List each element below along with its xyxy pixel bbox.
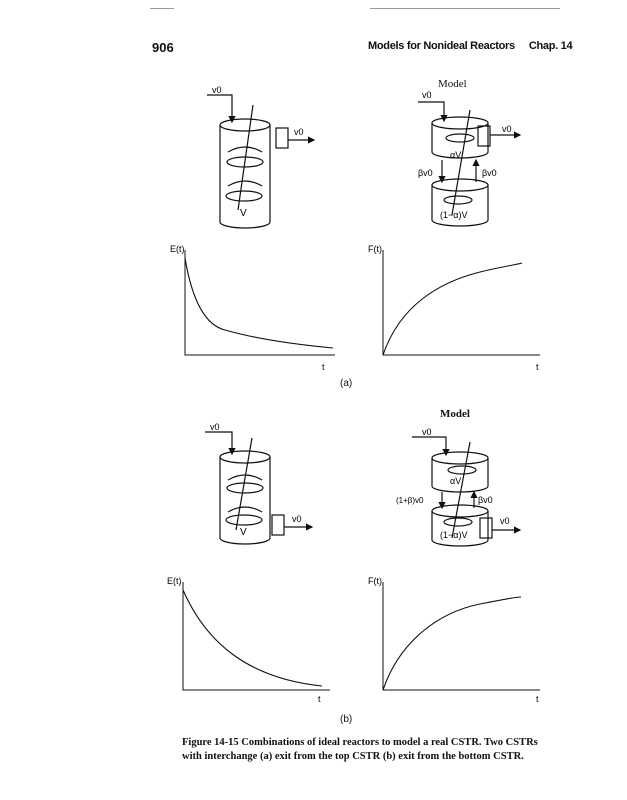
chapter-label: Chap. 14 <box>528 40 573 52</box>
model-a-outlet-label: v0 <box>502 124 512 134</box>
model-b-down-flow-label: (1+β)v0 <box>396 496 424 505</box>
plot-b-f-xlabel: t <box>536 694 539 704</box>
model-a-up-flow-label: βv0 <box>482 168 497 178</box>
model-b-up-flow-label: βv0 <box>478 495 493 505</box>
reactor-b <box>205 431 314 545</box>
model-label-b: Model <box>440 408 470 420</box>
page-number: 906 <box>152 40 174 55</box>
model-a-bottom-volume-label: (1−α)V <box>440 210 467 220</box>
model-b-outlet-label: v0 <box>500 516 510 526</box>
model-b-bottom-volume-label: (1−α)V <box>440 530 467 540</box>
plot-a-e-xlabel: t <box>322 362 325 372</box>
reactor-a-outlet-label: v0 <box>294 127 304 137</box>
part-b-label: (b) <box>340 714 353 725</box>
model-label-a: Model <box>438 78 467 90</box>
reactor-b-volume-label: V <box>240 527 247 538</box>
model-a-top-volume-label: αV <box>450 150 461 160</box>
model-b-inlet-label: v0 <box>422 427 432 437</box>
reactor-b-outlet-label: v0 <box>292 514 302 524</box>
reactor-a-volume-label: V <box>240 208 247 219</box>
header-rule-right <box>370 8 560 9</box>
plot-a-f <box>382 250 540 356</box>
header-rule-left <box>150 8 174 9</box>
plot-a-f-ylabel: F(t) <box>368 244 382 254</box>
plot-a-f-curve <box>382 262 523 356</box>
plot-a-e <box>184 250 335 356</box>
plot-b-f-curve <box>382 596 522 691</box>
running-title: Models for Nonideal Reactors <box>368 40 515 52</box>
part-a-label: (a) <box>340 378 353 389</box>
plot-a-e-curve <box>184 257 334 349</box>
plot-b-e-curve <box>182 589 323 687</box>
model-a-inlet-label: v0 <box>422 90 432 100</box>
reactor-a-inlet-label: v0 <box>212 85 222 95</box>
reactor-b-inlet-label: v0 <box>210 422 220 432</box>
plot-b-e-ylabel: E(t) <box>167 576 182 586</box>
reactor-a <box>207 94 316 229</box>
plot-b-f-ylabel: F(t) <box>368 576 382 586</box>
model-a <box>418 101 522 227</box>
plot-b-e <box>182 582 330 691</box>
plot-b-e-xlabel: t <box>318 694 321 704</box>
plot-a-f-xlabel: t <box>536 362 539 372</box>
model-a-down-flow-label: βv0 <box>418 168 433 178</box>
figure-caption: Figure 14-15 Combinations of ideal react… <box>182 737 538 762</box>
plot-b-f <box>382 582 540 691</box>
model-b-top-volume-label: αV <box>450 476 461 486</box>
running-header: Models for Nonideal Reactors Chap. 14 <box>368 40 573 52</box>
plot-a-e-ylabel: E(t) <box>170 244 185 254</box>
model-b <box>412 436 522 547</box>
